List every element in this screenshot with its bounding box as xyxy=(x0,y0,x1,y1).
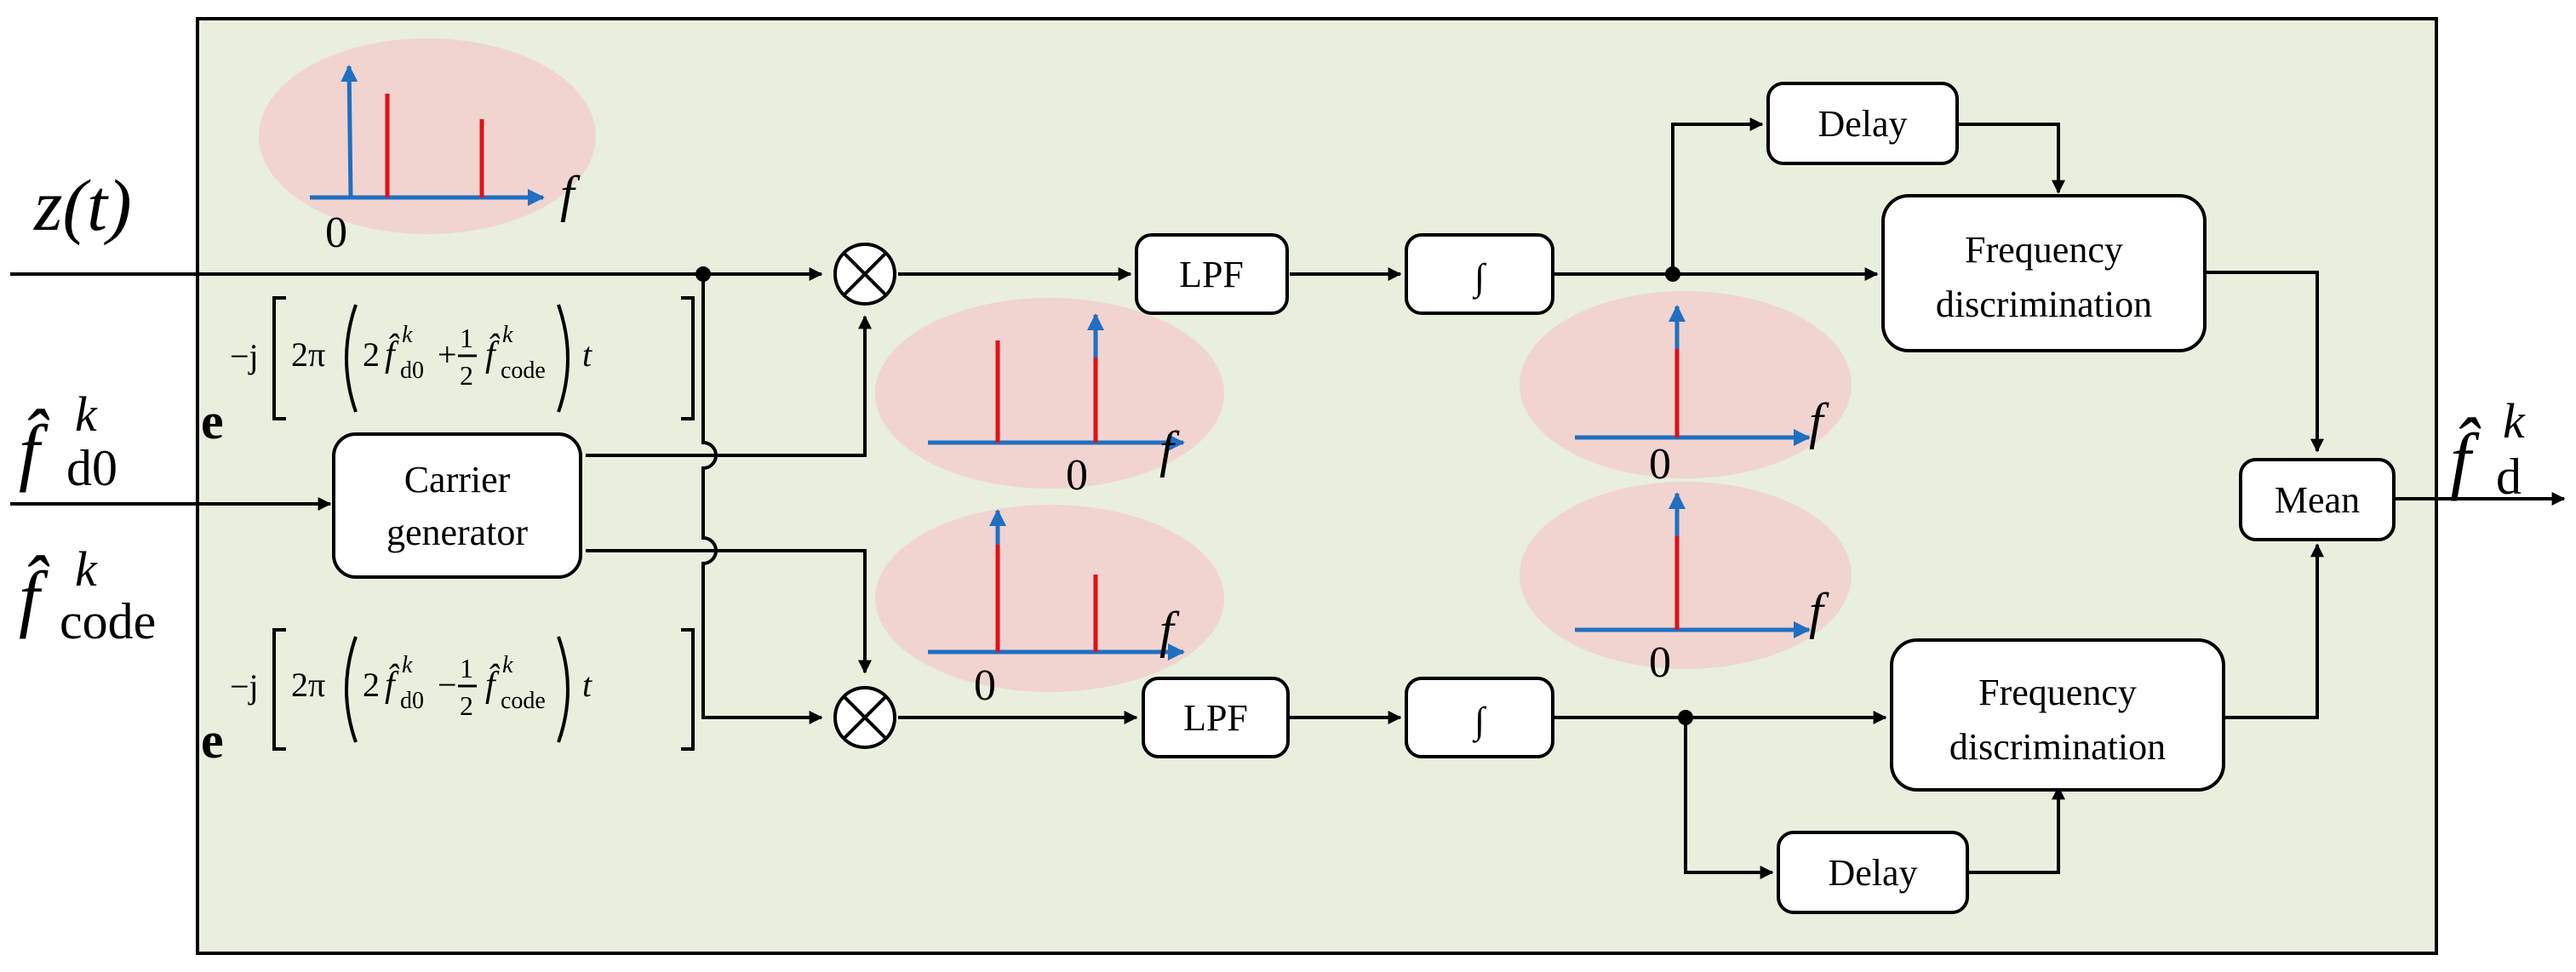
freqdisc-lower-label-1: Frequency xyxy=(1978,672,2137,713)
freqdisc-upper-label-2: discrimination xyxy=(1936,283,2152,325)
svg-text:f̂: f̂ xyxy=(19,554,49,640)
wire-zt-to-mixer-lower xyxy=(701,274,823,724)
svg-text:d0: d0 xyxy=(400,688,424,714)
spectrum-mixer-upper: 0 f xyxy=(875,298,1224,500)
delay-lower-block: Delay xyxy=(1777,831,1969,914)
svg-text:2: 2 xyxy=(460,690,473,721)
svg-text:d0: d0 xyxy=(66,440,117,496)
carrier-label-2: generator xyxy=(386,512,528,553)
svg-text:2π: 2π xyxy=(291,666,325,704)
svg-text:k: k xyxy=(402,322,413,348)
wire-carrier-to-mixer-lower xyxy=(586,549,872,674)
lpf-lower-label: LPF xyxy=(1183,697,1248,739)
delay-upper-label: Delay xyxy=(1818,103,1907,145)
integrator-lower-block: ∫ xyxy=(1405,677,1554,758)
freqdisc-lower-label-2: discrimination xyxy=(1949,726,2166,768)
wire-delay-lower-to-fd xyxy=(1968,786,2065,874)
freqdisc-upper-block: Frequency discrimination xyxy=(1881,194,2207,352)
svg-text:2: 2 xyxy=(460,360,473,391)
wire-carrier-to-mixer-upper xyxy=(586,315,872,457)
spectrum-integrator-lower-origin: 0 xyxy=(1649,638,1671,687)
integrator-lower-label: ∫ xyxy=(1472,700,1487,743)
lpf-upper-block: LPF xyxy=(1135,233,1289,315)
svg-text:code: code xyxy=(501,688,546,714)
spectrum-input-origin: 0 xyxy=(325,209,347,257)
spectrum-mixer-lower: 0 f xyxy=(875,505,1224,710)
exp-expression-upper: e −j 2π 2 f̂ k d0 + 1 2 f̂ k code t xyxy=(201,296,695,449)
svg-text:k: k xyxy=(75,541,98,597)
spectrum-mixer-lower-origin: 0 xyxy=(974,661,996,710)
wire-fd-lower-to-mean xyxy=(2222,543,2324,719)
wire-lower-to-delay xyxy=(1684,718,1774,879)
delay-upper-block: Delay xyxy=(1766,82,1959,165)
lpf-lower-block: LPF xyxy=(1142,677,1290,758)
carrier-generator-block: Carrier generator xyxy=(332,432,582,579)
svg-text:code: code xyxy=(60,593,156,649)
lpf-upper-label: LPF xyxy=(1179,254,1244,295)
mixer-upper xyxy=(833,243,896,306)
mean-label: Mean xyxy=(2275,479,2360,521)
input-zt-label: z(t) xyxy=(33,164,132,246)
delay-lower-label: Delay xyxy=(1828,852,1917,894)
svg-text:+: + xyxy=(438,335,457,374)
output-fd-label: f̂ k d xyxy=(2450,393,2526,505)
svg-text:d: d xyxy=(2496,449,2522,505)
svg-text:2: 2 xyxy=(363,666,380,704)
svg-text:2: 2 xyxy=(363,335,380,374)
input-fd0-label: f̂ k d0 xyxy=(19,386,117,496)
spectrum-integrator-upper: 0 f xyxy=(1520,291,1852,489)
integrator-upper-label: ∫ xyxy=(1472,256,1487,300)
svg-text:k: k xyxy=(75,386,98,442)
svg-text:k: k xyxy=(502,652,513,678)
freqdisc-lower-block: Frequency discrimination xyxy=(1890,638,2225,792)
integrator-upper-block: ∫ xyxy=(1405,233,1554,315)
exp-expression-lower: e −j 2π 2 f̂ k d0 − 1 2 f̂ k code t xyxy=(201,628,695,769)
svg-text:e: e xyxy=(201,393,224,449)
input-fcode-label: f̂ k code xyxy=(19,541,156,649)
carrier-label-1: Carrier xyxy=(404,459,511,500)
mixer-lower xyxy=(833,686,896,749)
mean-block: Mean xyxy=(2239,458,2396,541)
svg-text:f̂: f̂ xyxy=(2450,416,2481,502)
svg-text:k: k xyxy=(2503,393,2526,449)
svg-text:k: k xyxy=(502,322,513,348)
freqdisc-upper-label-1: Frequency xyxy=(1965,229,2123,271)
svg-text:t: t xyxy=(582,666,592,704)
svg-text:e: e xyxy=(201,712,224,769)
wire-fd-upper-to-mean xyxy=(2201,271,2324,453)
svg-text:k: k xyxy=(402,652,413,678)
svg-text:f̂: f̂ xyxy=(19,408,49,494)
spectrum-input: 0 f xyxy=(259,38,596,257)
svg-text:−j: −j xyxy=(230,667,259,706)
svg-text:2π: 2π xyxy=(291,335,325,374)
svg-text:−j: −j xyxy=(230,337,259,375)
svg-text:1: 1 xyxy=(460,653,473,683)
svg-text:code: code xyxy=(501,357,546,384)
spectrum-mixer-upper-origin: 0 xyxy=(1066,451,1088,500)
svg-text:1: 1 xyxy=(460,323,473,353)
svg-text:−: − xyxy=(438,666,457,704)
wire-delay-upper-to-fd xyxy=(1954,123,2065,194)
svg-text:d0: d0 xyxy=(400,357,424,384)
svg-text:t: t xyxy=(582,335,592,374)
wire-upper-to-delay xyxy=(1671,117,1764,274)
spectrum-integrator-upper-origin: 0 xyxy=(1649,440,1671,489)
